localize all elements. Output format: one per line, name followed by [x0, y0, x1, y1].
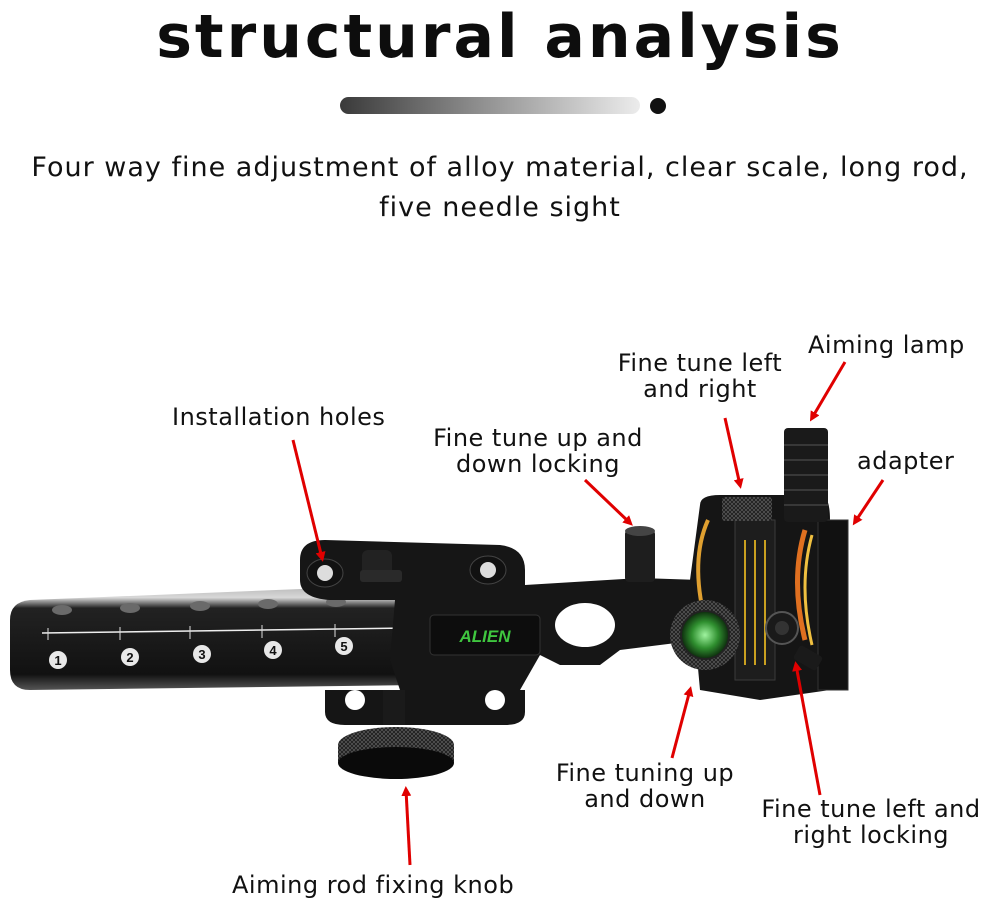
svg-text:ALIEN: ALIEN — [459, 627, 512, 646]
scale-number: 2 — [126, 650, 133, 665]
sight-head — [670, 428, 849, 700]
label-aiming-lamp: Aiming lamp — [808, 331, 965, 359]
label-fine-tuning-up-down: Fine tuning up and down — [555, 759, 735, 813]
decorative-gradient-bar — [340, 97, 640, 114]
arrow-up-down — [670, 686, 694, 759]
up-down-locking-post — [625, 526, 655, 582]
label-fine-tune-left-right: Fine tune left and right — [617, 349, 783, 403]
label-fine-tune-left-right-locking: Fine tune left and right locking — [761, 795, 981, 849]
scale-number: 4 — [269, 643, 277, 658]
arrow-installation-holes — [291, 439, 326, 562]
label-aiming-rod-fixing-knob: Aiming rod fixing knob — [232, 871, 515, 899]
arrow-aiming-lamp — [809, 361, 847, 422]
scale-number: 1 — [54, 653, 61, 668]
page-title: structural analysis — [156, 2, 844, 72]
label-installation-holes: Installation holes — [172, 403, 386, 431]
scale-number: 5 — [340, 639, 347, 654]
callout-arrows — [291, 361, 885, 866]
label-fine-tune-up-down-locking: Fine tune up and down locking — [433, 424, 643, 478]
sight-body: ALIEN — [300, 540, 700, 725]
scale-rod — [10, 585, 420, 690]
arrow-left-right-locking — [792, 661, 822, 796]
aiming-rod-fixing-knob — [338, 690, 454, 779]
subtitle: Four way fine adjustment of alloy materi… — [31, 152, 969, 223]
arrow-left-right — [723, 417, 744, 489]
decorative-dot — [650, 98, 666, 114]
scale-numbers: 1 2 3 4 5 — [49, 637, 353, 669]
arrow-up-down-locking — [583, 478, 633, 526]
label-adapter: adapter — [857, 447, 955, 475]
scale-number: 3 — [198, 647, 205, 662]
arrow-fixing-knob — [401, 786, 412, 866]
arrow-adapter — [852, 479, 885, 526]
